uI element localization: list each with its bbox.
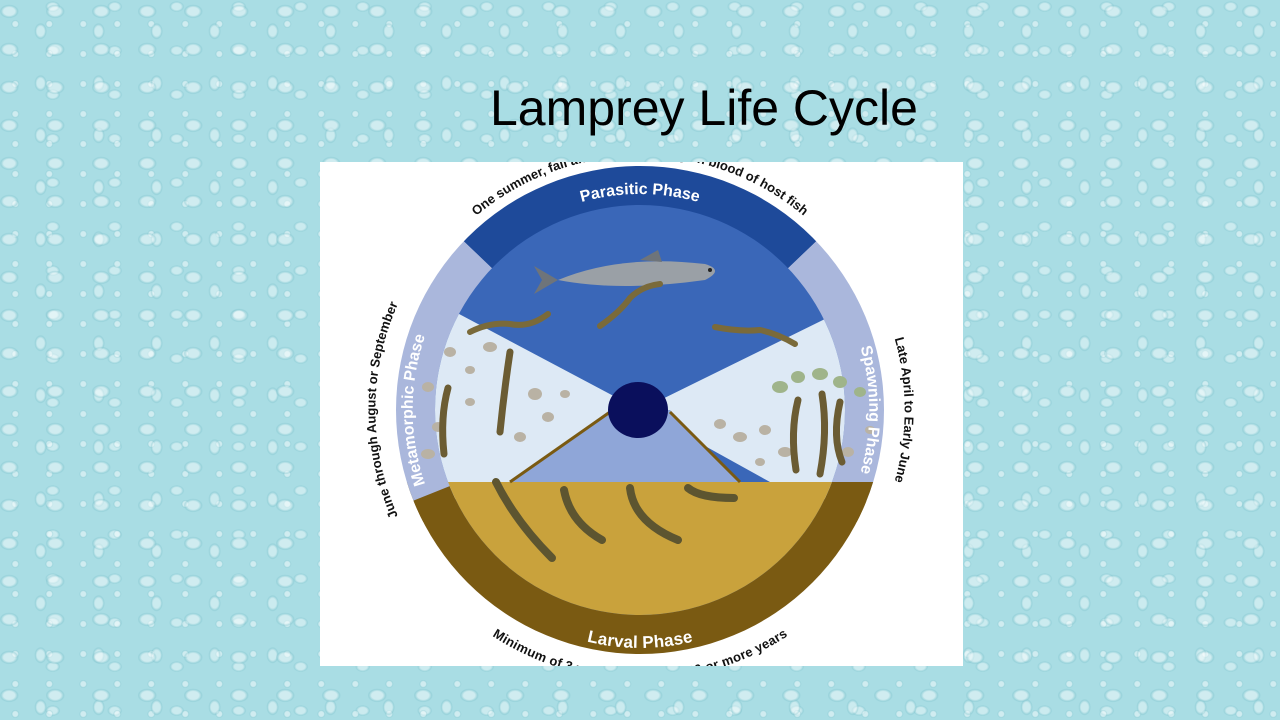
lamprey-life-cycle-figure: Parasitic Phase Spawning Phase Larval Ph… — [320, 162, 963, 666]
center-hub — [608, 382, 668, 438]
larval-lamprey-icons — [492, 478, 738, 562]
host-fish-icon — [534, 250, 715, 294]
stream-channel — [510, 410, 740, 482]
spawning-duration-label: Late April to Early June — [892, 335, 917, 484]
svg-text:Late April to Early June: Late April to Early June — [892, 335, 917, 484]
parasitic-lamprey-icons — [467, 281, 798, 347]
svg-text:June through August or Septemb: June through August or September — [363, 299, 400, 521]
metamorphic-lamprey-icons — [439, 348, 514, 458]
spawning-stones-icon — [714, 368, 875, 466]
spawning-lamprey-icons — [789, 390, 846, 478]
metamorphic-duration-label: June through August or September — [363, 299, 400, 521]
metamorphic-stones-icon — [421, 342, 570, 459]
slide-title: Lamprey Life Cycle — [490, 80, 918, 136]
life-cycle-diagram: Parasitic Phase Spawning Phase Larval Ph… — [363, 162, 917, 666]
